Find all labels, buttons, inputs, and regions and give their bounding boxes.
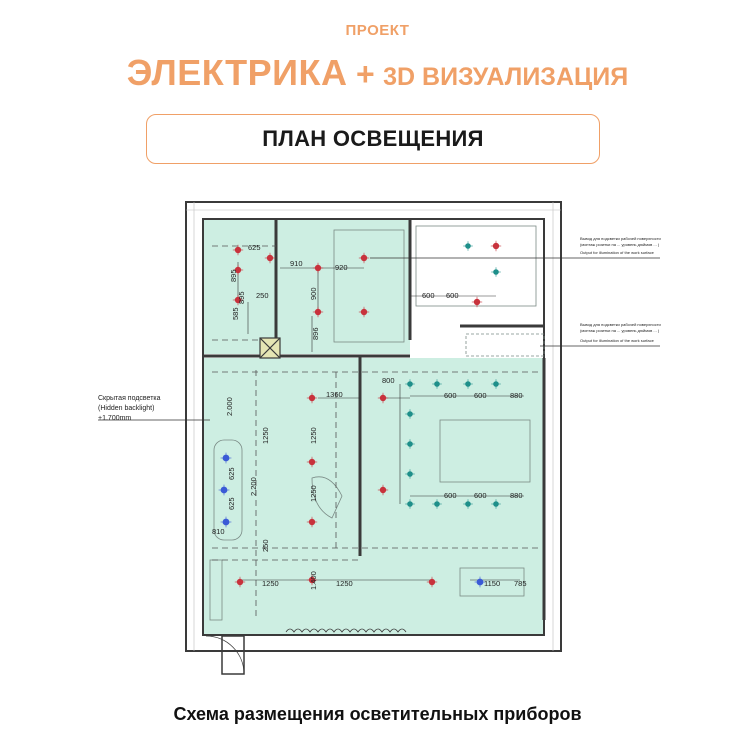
red-light-fixture (232, 294, 244, 306)
teal-light-fixture (491, 379, 501, 389)
teal-light-fixture (432, 499, 442, 509)
red-light-fixture (490, 240, 502, 252)
note-b-line2: (монтаж розетки на ... уровень дюймов ..… (580, 328, 660, 333)
dashed-routing (212, 245, 540, 620)
dim-1360: 1360 (326, 390, 343, 399)
dim-1250b: 1250 (309, 427, 318, 444)
floor-area (204, 220, 543, 634)
dim-800: 800 (382, 376, 395, 385)
dim-1150: 1150 (484, 579, 500, 588)
red-light-fixture (306, 574, 318, 586)
title-main: ЭЛЕКТРИКА (126, 52, 348, 93)
shaft (259, 337, 281, 359)
furniture (209, 225, 545, 621)
callout-leaders (98, 257, 660, 421)
callout-labels: Скрытая подсветка (Hidden backlight) +1.… (98, 236, 661, 422)
curtain (285, 628, 407, 633)
teal-light-fixture (463, 241, 473, 251)
teal-light-fixture (491, 267, 501, 277)
red-light-fixture (426, 576, 438, 588)
dim-1400: 1.400 (309, 571, 318, 590)
interior-walls (204, 219, 546, 620)
dimension-labels: 625 895 895 585 250 910 920 900 896 600 … (212, 243, 527, 590)
dim-920: 920 (335, 263, 348, 272)
dim-250: 250 (256, 291, 269, 300)
red-light-fixture (471, 296, 483, 308)
plan-title-box: ПЛАН ОСВЕЩЕНИЯ (146, 114, 600, 164)
diagram-caption: Схема размещения осветительных приборов (173, 704, 582, 724)
dim-880a: 880 (510, 391, 523, 400)
red-light-fixture (232, 264, 244, 276)
teal-light-fixture (405, 409, 415, 419)
dim-625: 625 (248, 243, 261, 252)
dim-910: 910 (290, 259, 303, 268)
dim-895: 895 (229, 269, 238, 282)
red-light-fixture (306, 516, 318, 528)
dim-600d: 600 (474, 391, 487, 400)
hidden-backlight-en: (Hidden backlight) (98, 405, 154, 412)
red-light-fixture (358, 252, 370, 264)
dim-600c: 600 (444, 391, 457, 400)
red-light-fixture (377, 392, 389, 404)
dim-810: 810 (212, 527, 225, 536)
blue-light-fixture (474, 576, 486, 588)
dim-625b: 625 (227, 467, 236, 480)
plan-title: ПЛАН ОСВЕЩЕНИЯ (262, 126, 484, 151)
dim-600a: 600 (422, 291, 435, 300)
red-light-fixture (306, 392, 318, 404)
red-light-fixture (234, 576, 246, 588)
dim-880b: 880 (510, 491, 523, 500)
teal-light-fixture (405, 379, 415, 389)
dim-1250e: 1250 (336, 579, 353, 588)
red-light-fixture (306, 456, 318, 468)
wall-hatch (186, 202, 561, 651)
red-light-fixture (264, 252, 276, 264)
dim-600b: 600 (446, 291, 459, 300)
dim-2200: 2.200 (249, 477, 258, 496)
blue-light-fixture (218, 484, 230, 496)
note-a-line1: Вывод для подсветки рабочей поверхности (580, 236, 661, 241)
red-light-fixture (312, 306, 324, 318)
project-title: ЭЛЕКТРИКА + 3D ВИЗУАЛИЗАЦИЯ (0, 52, 755, 94)
teal-light-fixture (463, 379, 473, 389)
dim-625c: 625 (227, 497, 236, 510)
dim-1250c: 1250 (309, 485, 318, 502)
dim-900: 900 (309, 287, 318, 300)
red-light-fixture (377, 484, 389, 496)
note-b-line1: Вывод для подсветки рабочей поверхности (580, 322, 661, 327)
dim-2000: 2.000 (225, 397, 234, 416)
project-kicker: ПРОЕКТ (345, 22, 410, 39)
dim-250b: 250 (261, 539, 270, 552)
red-light-fixture (312, 262, 324, 274)
red-light-fixture (358, 306, 370, 318)
blue-light-fixture (220, 452, 232, 464)
dim-895b: 895 (237, 291, 246, 304)
teal-light-fixture (405, 439, 415, 449)
note-b-line3: Output for illumination of the work surf… (580, 338, 655, 343)
teal-light-fixture (405, 469, 415, 479)
teal-light-fixture (405, 499, 415, 509)
title-plus: + (355, 56, 375, 92)
dim-785: 785 (514, 579, 527, 588)
dim-600f: 600 (474, 491, 487, 500)
dimension-lines (237, 262, 524, 581)
entrance-door (205, 635, 245, 675)
teal-light-fixture (432, 379, 442, 389)
dim-585: 585 (231, 307, 240, 320)
blue-light-fixture (220, 516, 232, 528)
light-fixtures (218, 240, 502, 588)
hidden-backlight-ru: Скрытая подсветка (98, 395, 161, 402)
note-a-line2: (монтаж розетки на ... уровень дюймов ..… (580, 242, 660, 247)
dim-896: 896 (311, 327, 320, 340)
hidden-backlight-height: +1.700mm (98, 415, 131, 422)
teal-light-fixture (463, 499, 473, 509)
title-sub: 3D ВИЗУАЛИЗАЦИЯ (383, 63, 629, 91)
note-a-line3: Output for illumination of the work surf… (580, 250, 655, 255)
dim-1250a: 1250 (261, 427, 270, 444)
dim-1250d: 1250 (262, 579, 279, 588)
teal-light-fixture (491, 499, 501, 509)
dim-600e: 600 (444, 491, 457, 500)
red-light-fixture (232, 244, 244, 256)
